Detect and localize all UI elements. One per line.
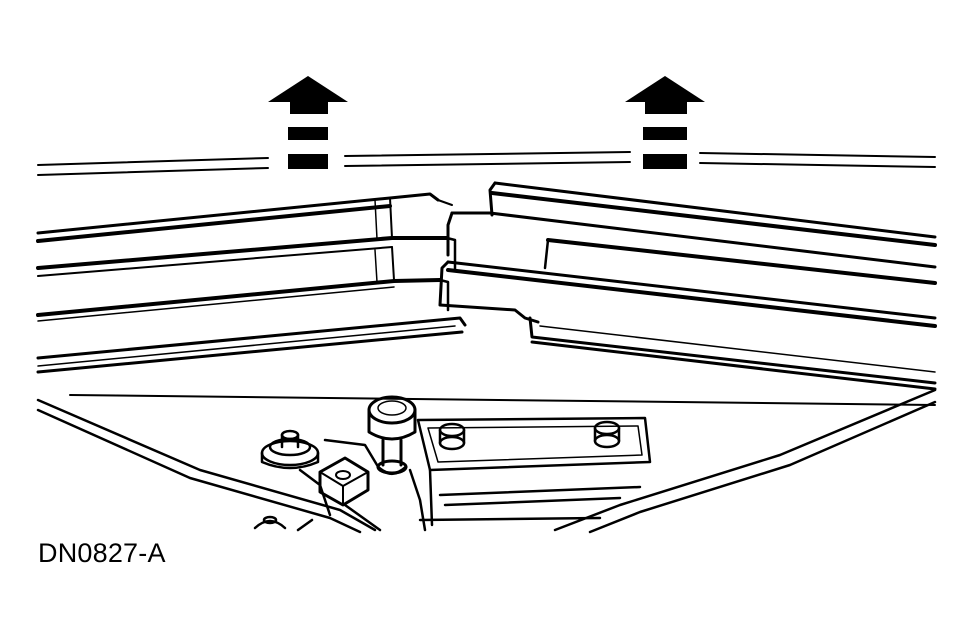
bracket-stud xyxy=(438,420,621,451)
bracket-arm xyxy=(323,438,427,532)
square-nut xyxy=(318,456,370,507)
roof-edge-line xyxy=(37,151,936,176)
washer-stud xyxy=(260,429,332,517)
lower-bolt xyxy=(253,515,314,532)
figure-id-label: DN0827-A xyxy=(38,538,166,568)
slide-bracket xyxy=(416,416,652,527)
right-guide-rail xyxy=(438,181,937,391)
up-arrow-icon xyxy=(268,76,348,169)
left-guide-rail xyxy=(36,192,467,374)
up-arrow-icon xyxy=(625,76,705,169)
